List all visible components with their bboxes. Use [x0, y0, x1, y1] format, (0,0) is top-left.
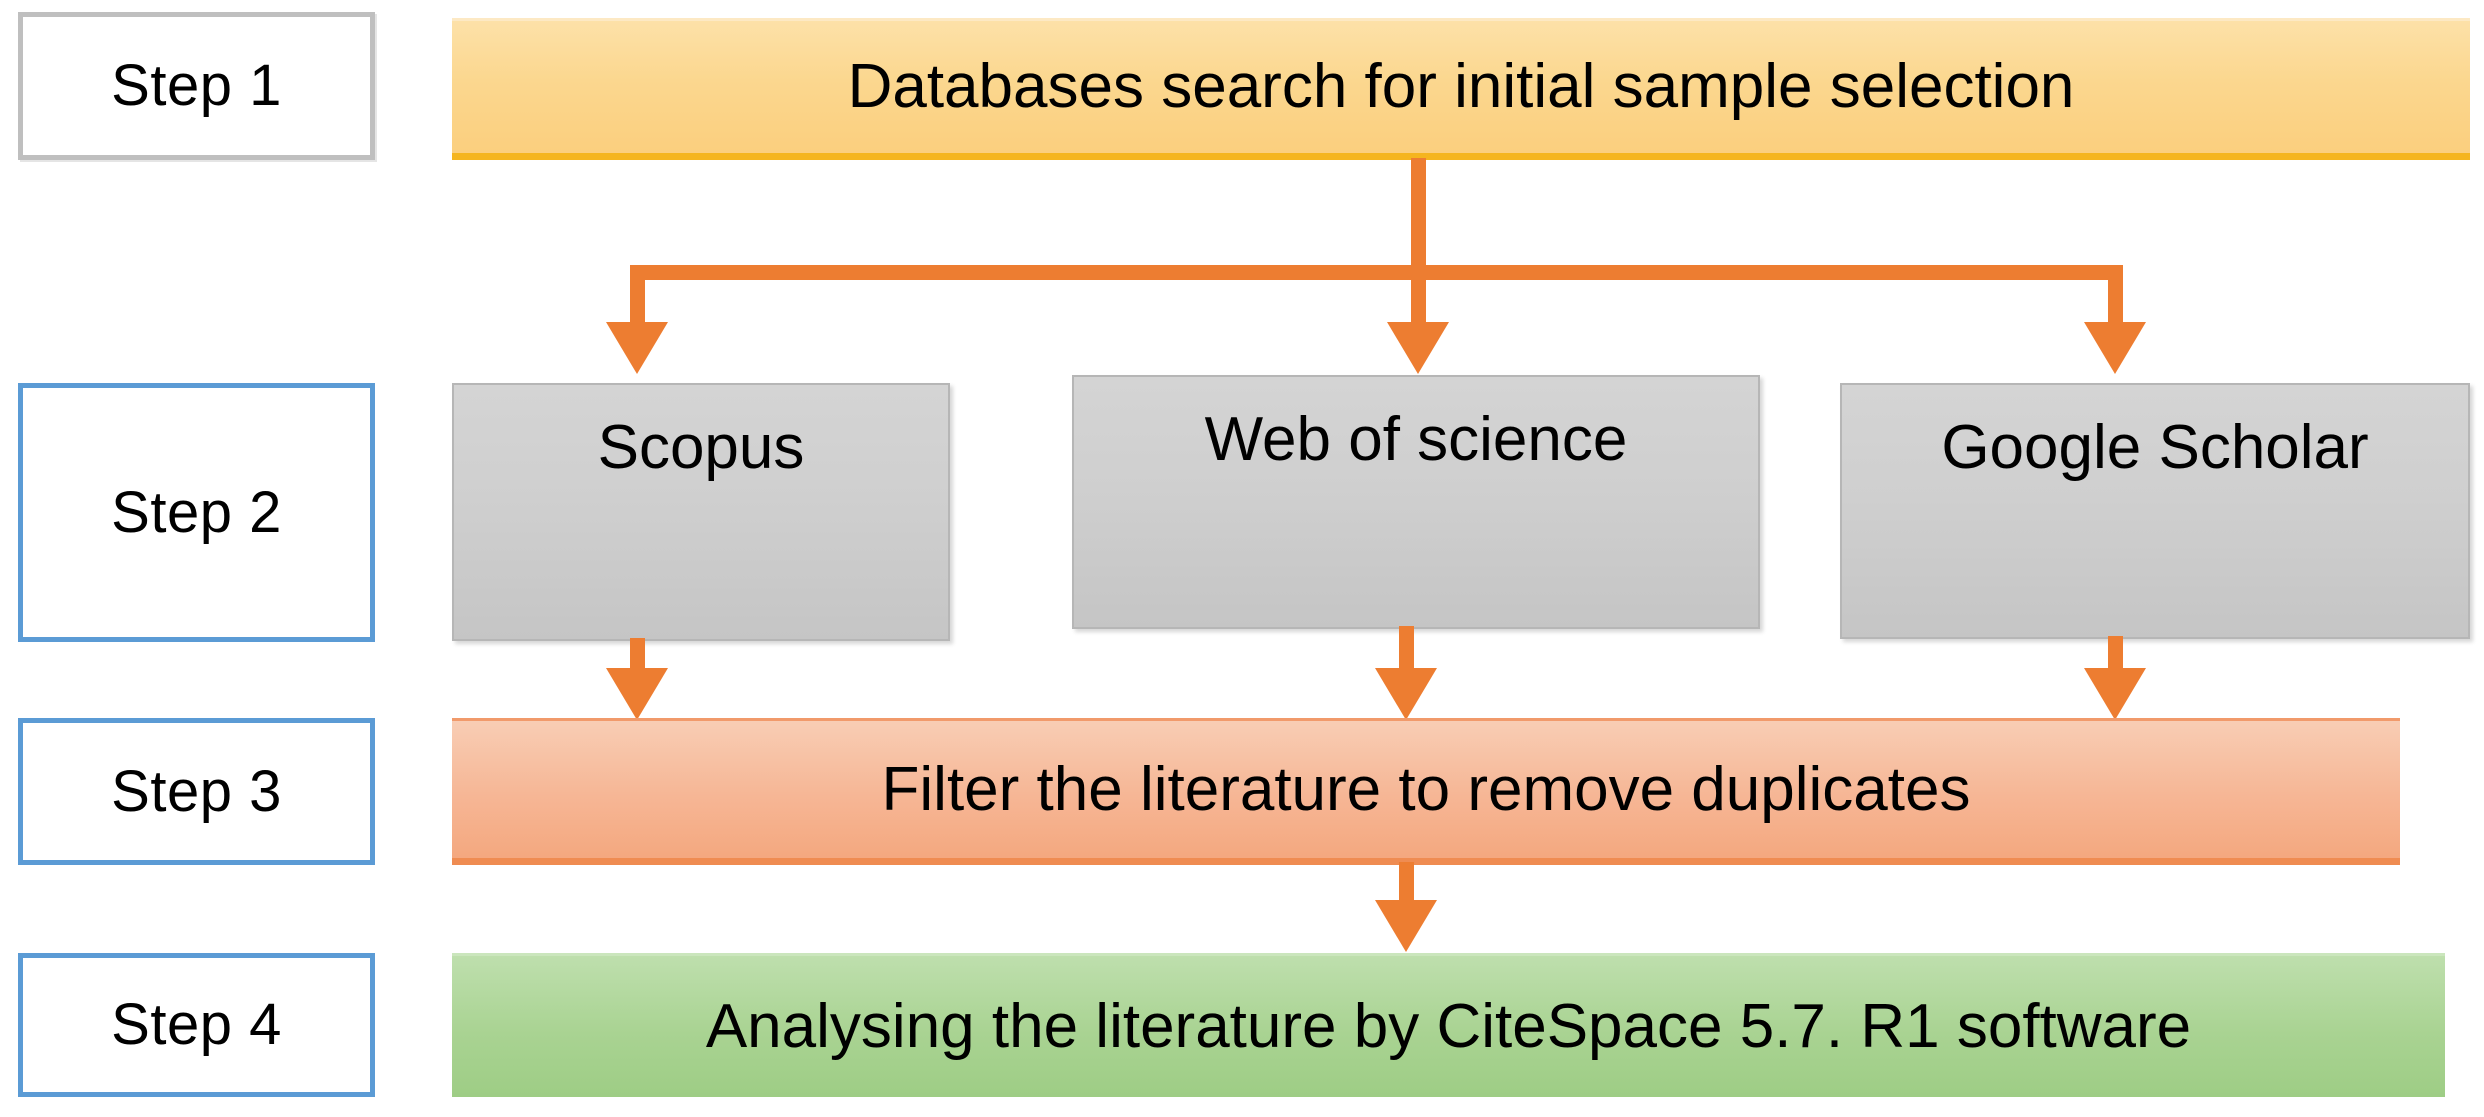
arrowhead-icon-scopus-to-filter	[606, 668, 668, 720]
connector-stem-databases	[1411, 158, 1426, 280]
arrowhead-icon-filter-to-analysing	[1375, 900, 1437, 952]
step-label-text-4: Step 4	[111, 992, 282, 1057]
node-web-of-science: Web of science	[1072, 375, 1760, 629]
connector-drop-web-of-science	[1411, 265, 1426, 330]
arrowhead-icon-web-of-science-to-filter	[1375, 668, 1437, 720]
arrowhead-icon-to-web-of-science	[1387, 322, 1449, 374]
arrowhead-icon-google-scholar-to-filter	[2084, 668, 2146, 720]
node-analysing-literature: Analysing the literature by CiteSpace 5.…	[452, 953, 2445, 1097]
node-scopus-text: Scopus	[597, 413, 805, 482]
connector-drop-google-scholar	[2108, 265, 2123, 330]
step-label-box-2: Step 2	[18, 383, 375, 642]
step-label-box-3: Step 3	[18, 718, 375, 865]
node-filter-literature-text: Filter the literature to remove duplicat…	[881, 754, 1971, 824]
node-google-scholar-text: Google Scholar	[1941, 413, 2369, 482]
arrowhead-icon-to-google-scholar	[2084, 322, 2146, 374]
node-filter-literature: Filter the literature to remove duplicat…	[452, 718, 2400, 865]
connector-stem-web-of-science-to-filter	[1399, 626, 1414, 678]
node-analysing-literature-text: Analysing the literature by CiteSpace 5.…	[705, 991, 2192, 1061]
node-databases-search-text: Databases search for initial sample sele…	[847, 52, 2075, 122]
node-web-of-science-text: Web of science	[1204, 405, 1628, 474]
step-label-box-4: Step 4	[18, 953, 375, 1097]
connector-stem-google-scholar-to-filter	[2108, 636, 2123, 678]
connector-drop-scopus	[630, 265, 645, 330]
node-databases-search: Databases search for initial sample sele…	[452, 18, 2470, 160]
step-label-text-2: Step 2	[111, 479, 282, 545]
step-label-box-1: Step 1	[18, 12, 375, 160]
connector-stem-filter-to-analysing	[1399, 862, 1414, 904]
step-label-text-3: Step 3	[111, 758, 282, 824]
node-google-scholar: Google Scholar	[1840, 383, 2470, 639]
step-label-text-1: Step 1	[111, 53, 282, 118]
node-scopus: Scopus	[452, 383, 950, 641]
connector-rail-horizontal	[630, 265, 2123, 280]
arrowhead-icon-to-scopus	[606, 322, 668, 374]
